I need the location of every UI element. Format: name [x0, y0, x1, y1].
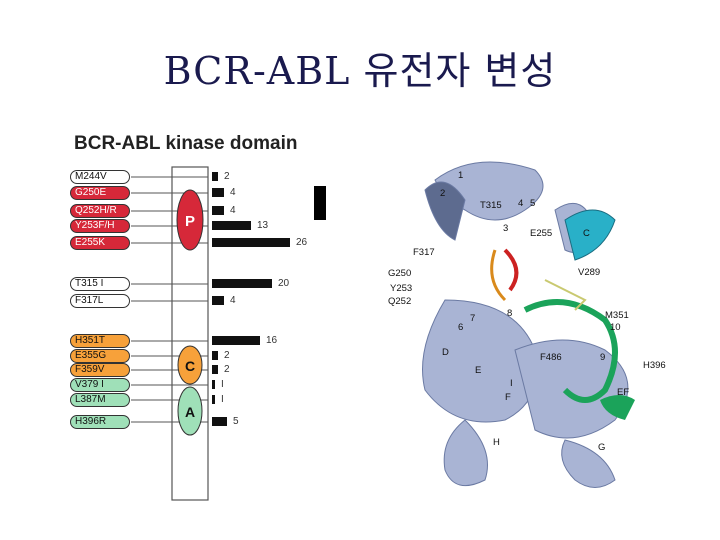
page-title: BCR-ABL 유전자 변성: [163, 49, 557, 93]
label-g: G: [598, 442, 606, 453]
domain-a-label: A: [185, 404, 195, 420]
mutation-label: E355G: [70, 349, 130, 363]
mutation-label: T315 I: [70, 277, 130, 291]
frequency-count: 20: [278, 278, 290, 289]
mutation-label: M244V: [70, 170, 130, 184]
frequency-bar: [212, 172, 218, 181]
frequency-bar: [212, 351, 218, 360]
frequency-count: I: [221, 379, 224, 390]
frequency-bar: [212, 206, 224, 215]
marker-block: [314, 186, 326, 220]
label-q252: Q252: [388, 296, 412, 307]
label-1: 1: [458, 170, 464, 181]
frequency-count: 5: [233, 416, 239, 427]
frequency-count: 2: [224, 171, 230, 182]
label-m351: M351: [605, 310, 629, 321]
label-6: 6: [458, 322, 464, 333]
label-g250: G250: [388, 268, 412, 279]
ribbon-structure: [422, 161, 635, 488]
frequency-count: 2: [224, 350, 230, 361]
frequency-bar: [212, 238, 290, 247]
mutation-label: F359V: [70, 363, 130, 377]
domain-p: [176, 189, 204, 251]
label-10: 10: [610, 322, 621, 333]
label-9: 9: [600, 352, 606, 363]
domain-c: [177, 345, 203, 385]
label-c-helix: C: [583, 228, 590, 239]
frequency-bar: [212, 417, 227, 426]
domain-column: P C A: [131, 166, 209, 501]
mutation-label: E255K: [70, 236, 130, 250]
frequency-bar: [212, 279, 272, 288]
frequency-count: 13: [257, 220, 269, 231]
label-ef: EF: [617, 387, 630, 398]
label-e: E: [475, 365, 482, 376]
mutation-label: F317L: [70, 294, 130, 308]
frequency-bar: [212, 365, 218, 374]
label-5: 5: [530, 198, 536, 209]
frequency-count: 4: [230, 187, 236, 198]
mutation-label: H351T: [70, 334, 130, 348]
frequency-count: 2: [224, 364, 230, 375]
domain-c-label: C: [185, 358, 195, 374]
label-d: D: [442, 347, 449, 358]
label-2: 2: [440, 188, 446, 199]
frequency-bar: [212, 296, 224, 305]
label-h: H: [493, 437, 500, 448]
protein-structure: 1 2 T315 4 5 3 E255 C F317 G250 Y253 Q25…: [385, 150, 685, 500]
frequency-count: 26: [296, 237, 308, 248]
label-4: 4: [518, 198, 524, 209]
diagram-title: BCR-ABL kinase domain: [74, 133, 298, 154]
mutation-label: Q252H/R: [70, 204, 130, 218]
label-e255: E255: [530, 228, 553, 239]
mutation-label: G250E: [70, 186, 130, 200]
label-8: 8: [507, 308, 513, 319]
label-h396: H396: [643, 360, 666, 371]
domain-p-label: P: [185, 213, 195, 230]
mutation-label: H396R: [70, 415, 130, 429]
frequency-bar: [212, 380, 215, 389]
label-v289: V289: [578, 267, 601, 278]
frequency-count: I: [221, 394, 224, 405]
label-f486: F486: [540, 352, 562, 363]
label-7: 7: [470, 313, 476, 324]
frequency-bar: [212, 336, 260, 345]
frequency-count: 16: [266, 335, 278, 346]
label-f317: F317: [413, 247, 435, 258]
domain-a: [177, 386, 203, 436]
label-3: 3: [503, 223, 509, 234]
label-t315: T315: [480, 200, 502, 211]
frequency-count: 4: [230, 295, 236, 306]
mutation-label: Y253F/H: [70, 219, 130, 233]
mutation-label: V379 I: [70, 378, 130, 392]
label-i: I: [510, 378, 513, 389]
frequency-bar: [212, 221, 251, 230]
label-f: F: [505, 392, 511, 403]
label-y253: Y253: [390, 283, 413, 294]
frequency-bar: [212, 395, 215, 404]
frequency-count: 4: [230, 205, 236, 216]
mutation-label: L387M: [70, 393, 130, 407]
frequency-bar: [212, 188, 224, 197]
